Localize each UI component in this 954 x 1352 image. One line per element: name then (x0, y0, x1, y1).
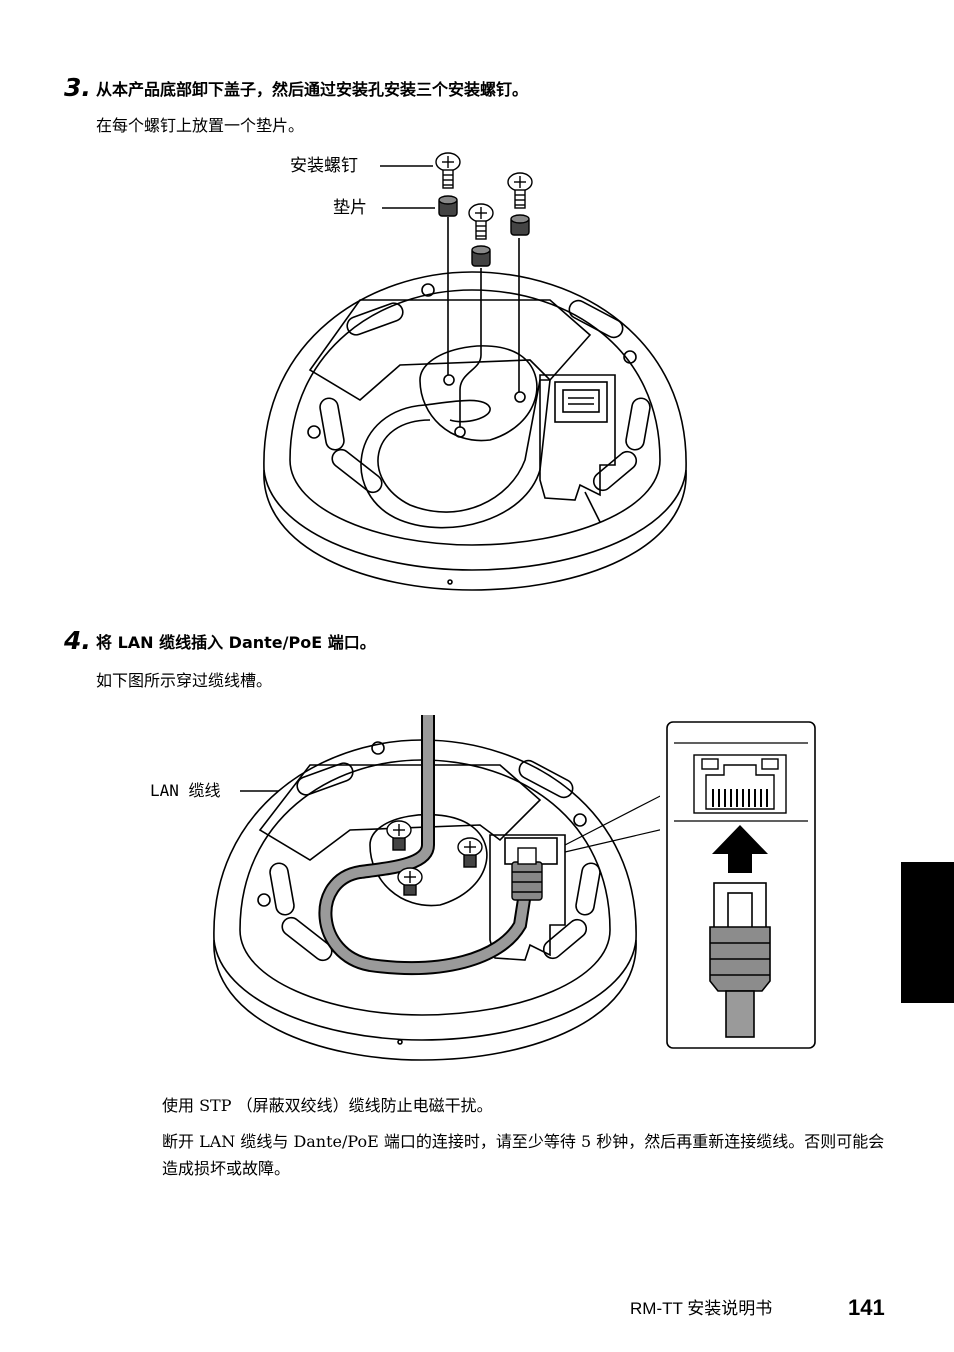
note-reconnect-wait: 断开 LAN 缆线与 Dante/PoE 端口的连接时，请至少等待 5 秒钟，然… (162, 1132, 885, 1178)
note-stp-cable: 使用 STP （屏蔽双绞线）缆线防止电磁干扰。 (162, 1096, 493, 1115)
page-number: 141 (848, 1295, 885, 1320)
screw-label: 安装螺钉 (290, 156, 358, 176)
chapter-tab (901, 862, 954, 1003)
insert-arrow-icon (712, 825, 768, 873)
port-detail-inset (666, 721, 816, 1049)
spacer-label: 垫片 (333, 198, 367, 218)
step-3-body: 在每个螺钉上放置一个垫片。 (96, 116, 305, 135)
lan-cable-routing-figure (213, 715, 660, 1061)
step-3-title: 从本产品底部卸下盖子，然后通过安装孔安装三个安装螺钉。 (96, 80, 529, 99)
footer-doc-title: RM-TT 安装说明书 (630, 1299, 773, 1318)
step-4-number: 4. (64, 626, 91, 655)
lan-cable-label: LAN 缆线 (150, 781, 221, 800)
device-bottom-screws-figure (263, 152, 687, 591)
step-4-title: 将 LAN 缆线插入 Dante/PoE 端口。 (96, 633, 376, 652)
step-3-number: 3. (64, 73, 91, 102)
step-4-body: 如下图所示穿过缆线槽。 (96, 671, 273, 690)
